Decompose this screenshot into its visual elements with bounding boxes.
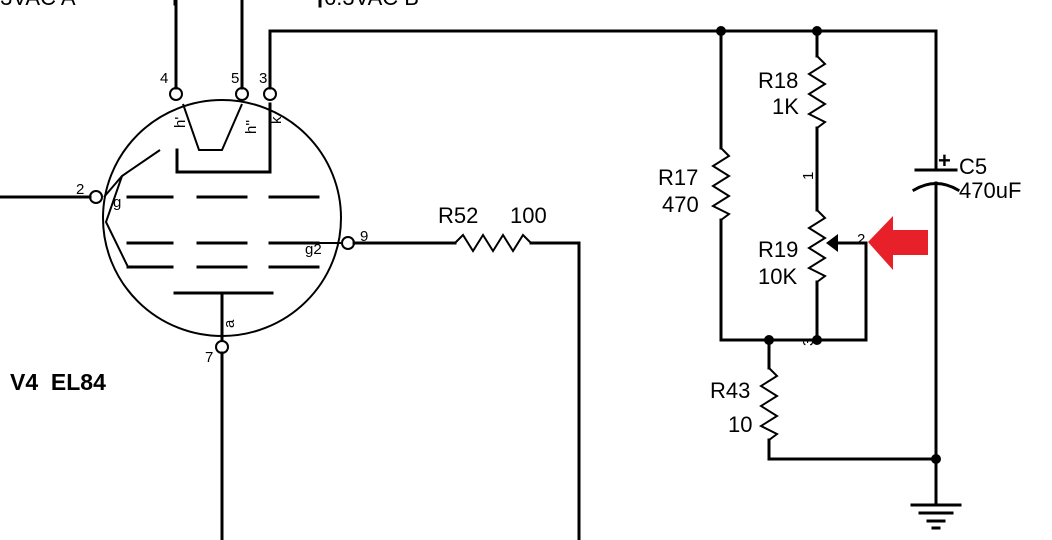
- control-grid: [103, 149, 320, 269]
- c5-value: 470uF: [959, 178, 1021, 203]
- r17-value: 470: [662, 192, 699, 217]
- pin-2-terminal: [89, 190, 103, 204]
- heater-1-label: h': [172, 117, 189, 128]
- r19-pin-1: 1: [800, 172, 817, 180]
- r19-wiper-wire: [836, 241, 868, 342]
- pin-7-number: 7: [205, 349, 213, 366]
- screen-grid-label: g2: [305, 241, 322, 258]
- r17-resistor: [710, 147, 731, 221]
- cathode-label: k: [268, 116, 285, 124]
- r17-name: R17: [658, 165, 698, 190]
- r43-value: 10: [728, 412, 752, 437]
- c5-polarity: +: [938, 148, 951, 173]
- tube-designator: V4 EL84: [10, 369, 106, 395]
- pin-4-number: 4: [160, 70, 168, 87]
- r19-pin-2: 2: [857, 231, 865, 248]
- heater-supply-b-label: 6.3VAC B: [324, 0, 419, 10]
- r19-pin-3: 3: [800, 338, 817, 346]
- r43-resistor: [758, 367, 779, 441]
- r19-potentiometer: [806, 209, 827, 283]
- r19-wiper-arrow: [826, 234, 838, 252]
- red-pointer-arrow: [868, 216, 928, 270]
- heater-2-label: h'': [243, 120, 260, 134]
- heater-filament: [182, 103, 243, 151]
- heater-supply-a-label: .3VAC A: [0, 0, 76, 10]
- r18-name: R18: [758, 68, 798, 93]
- pin-7-terminal: [215, 340, 229, 354]
- pin-9-terminal: [341, 236, 355, 250]
- pin-5-number: 5: [231, 70, 239, 87]
- cathode-bus-wire: [268, 29, 938, 172]
- pin-9-number: 9: [360, 228, 368, 245]
- r52-name: R52: [438, 203, 478, 228]
- c5-name: C5: [959, 154, 987, 179]
- pin-4-terminal: [169, 87, 183, 101]
- cathode: [175, 102, 272, 174]
- r52-value: 100: [510, 203, 547, 228]
- r18-resistor: [806, 55, 827, 129]
- pin-3-number: 3: [259, 70, 267, 87]
- r19-name: R19: [758, 237, 798, 262]
- r52-resistor: [454, 233, 532, 253]
- ground-symbol: [910, 503, 962, 530]
- grid-label: g: [113, 194, 121, 211]
- r18-value: 1K: [772, 94, 799, 119]
- r43-name: R43: [710, 378, 750, 403]
- pin-3-terminal: [263, 87, 277, 101]
- pin-5-terminal: [235, 87, 249, 101]
- anode-label: a: [221, 319, 238, 328]
- el84-tube: 4 5 3 2 9 7 h' h'' k g g2 a V4 EL84: [10, 70, 368, 395]
- r19-value: 10K: [758, 264, 797, 289]
- pin-2-number: 2: [76, 181, 84, 198]
